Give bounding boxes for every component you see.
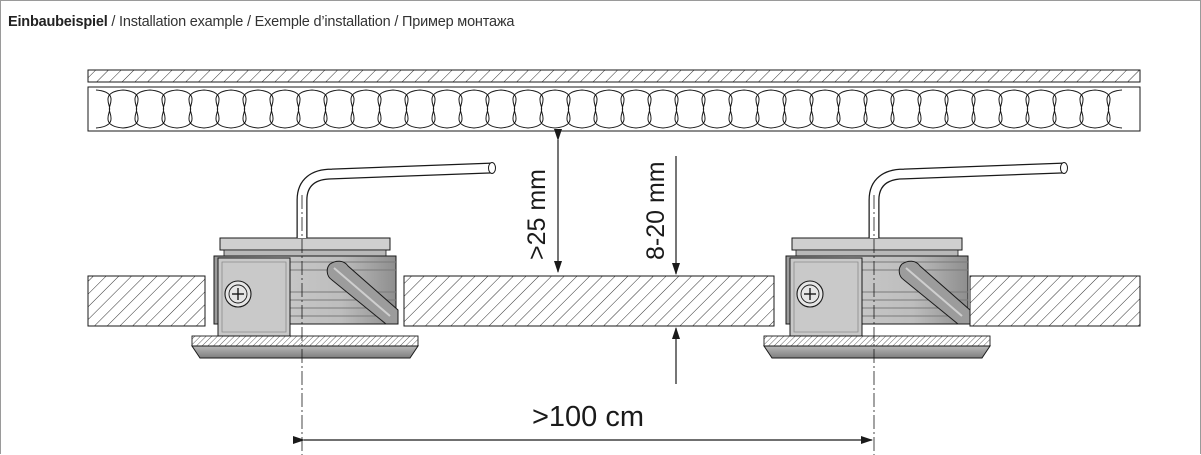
insulation-wave [95,89,1123,129]
top-cover-board [87,69,1141,83]
downlight-left [192,163,496,359]
ceiling-board-right [969,275,1141,327]
figure-caption: Einbaubeispiel / Installation example / … [8,14,514,30]
insulation-layer [87,86,1141,132]
ceiling-board-left [87,275,206,327]
thickness-label: 8-20 mm [642,161,670,260]
caption-rest: / Installation example / Exemple d’insta… [107,14,515,30]
downlight-right [764,163,1068,359]
clearance-label: >25 mm [523,169,551,260]
insulation-pattern [95,89,1123,129]
spacing-label: >100 cm [532,401,644,433]
caption-lead: Einbaubeispiel [8,14,108,30]
ceiling-board-middle [403,275,775,327]
